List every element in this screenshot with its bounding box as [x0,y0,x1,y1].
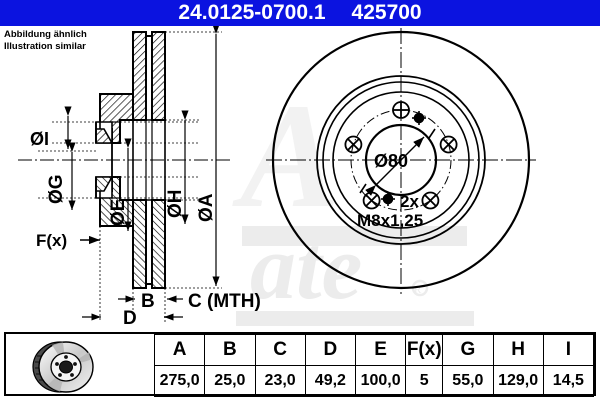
col-header-I: I [542,334,595,366]
value-I: 14,5 [542,365,595,397]
value-C: 23,0 [254,365,306,397]
bolt-hole-4 [362,191,381,210]
specification-table: A B C D E F(x) G H I 275,0 25,0 23,0 49,… [4,332,596,397]
col-header-Fx: F(x) [405,334,444,366]
bolt-hole-1 [392,101,410,119]
illustration-notice: Abbildung ähnlich Illustration similar [4,29,154,52]
part-number: 24.0125-0700.1 [178,1,326,24]
col-header-H: H [492,334,544,366]
label-phi-G: ØG [46,174,67,204]
label-phi-H: ØH [165,190,186,219]
value-A: 275,0 [153,365,206,397]
label-F-x: F(x) [36,231,67,250]
bolt-circle-ticks [359,128,436,194]
value-H: 129,0 [492,365,544,397]
value-E: 100,0 [354,365,407,397]
col-header-D: D [304,334,357,366]
dimension-phi-E: ØE [108,138,132,231]
threaded-hole-1 [412,111,426,125]
label-phi-A: ØA [196,193,217,222]
table-value-row: 275,0 25,0 23,0 49,2 100,0 5 55,0 129,0 … [6,365,595,397]
value-B: 25,0 [204,365,256,397]
bolt-hole-3 [421,191,440,210]
label-thread-spec: M8x1,25 [357,211,423,230]
svg-text:A: A [232,73,340,239]
table-header-row: A B C D E F(x) G H I [6,334,595,397]
dimension-bottom-group: B C (MTH) D [82,226,261,326]
col-header-G: G [442,334,494,366]
label-B: B [141,291,155,312]
dimension-phi-A: ØA [196,26,220,286]
col-header-C: C [254,334,306,366]
cross-section-geometry [18,31,232,289]
label-D: D [123,308,137,326]
dimension-phi-G: ØG [46,142,76,210]
drawing-canvas: ate A R [0,26,600,326]
label-phi-E: ØE [108,199,129,226]
center-bore-leader [365,136,425,196]
svg-text:ate: ate [250,216,362,318]
label-thread-count: 2x [400,192,419,211]
col-header-A: A [153,334,206,366]
value-Fx: 5 [405,365,444,397]
value-D: 49,2 [304,365,357,397]
ate-watermark: ate A R [232,73,474,326]
brake-disc-photo [32,340,94,393]
value-G: 55,0 [442,365,494,397]
dimension-phi-H: ØH [165,110,189,224]
dimension-F-x: F(x) [36,231,100,250]
front-face-labels: Ø80 2x M8x1,25 [357,151,423,230]
header-bar: 24.0125-0700.1 425700 [0,0,600,26]
label-center-bore: Ø80 [374,151,408,171]
reference-number: 425700 [351,1,422,24]
dimension-phi-I: ØI [30,106,72,149]
col-header-B: B [204,334,256,366]
notice-line-de: Abbildung ähnlich [4,29,87,40]
front-face-geometry [266,28,536,294]
notice-line-en: Illustration similar [4,40,86,52]
bolt-hole-5 [344,135,363,154]
disc-thumbnail-cell [6,334,155,397]
label-phi-I: ØI [30,129,49,149]
label-C-MTH: C (MTH) [188,291,261,312]
col-header-E: E [354,334,407,366]
svg-text:R: R [414,284,422,296]
threaded-hole-2 [381,192,395,206]
bolt-hole-2 [439,135,458,154]
dimension-lines [38,31,222,289]
